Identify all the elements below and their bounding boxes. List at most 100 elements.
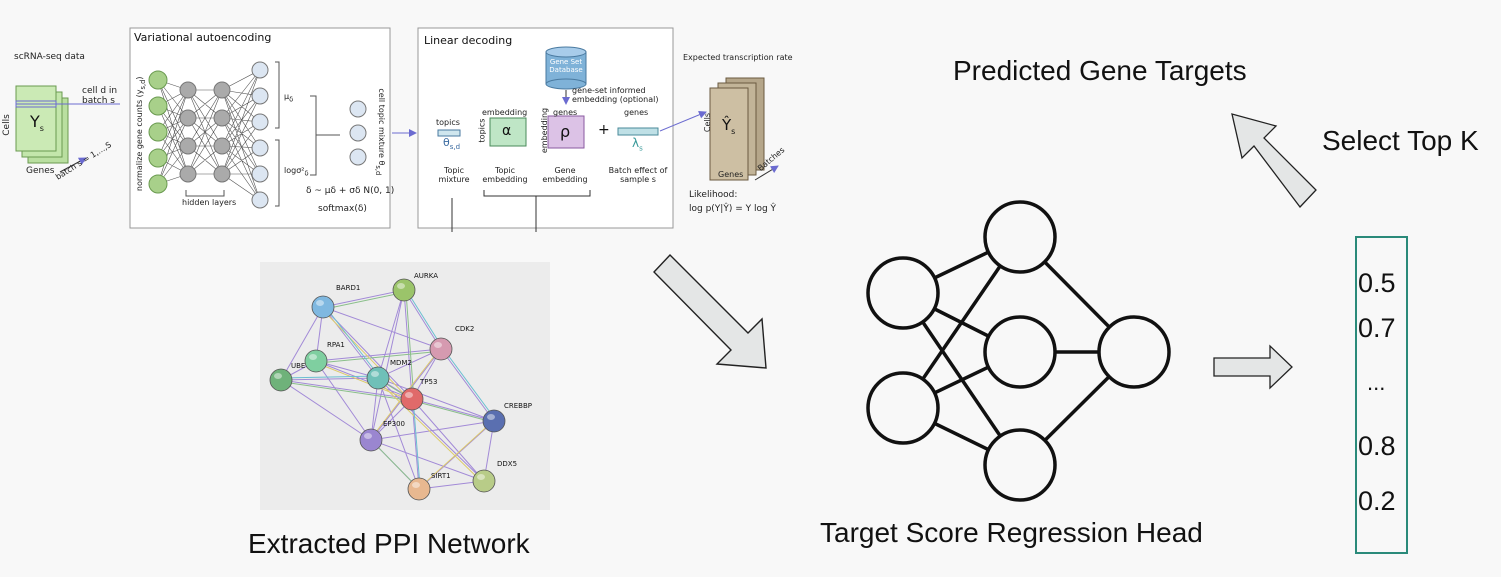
ppi-caption: Extracted PPI Network [248, 528, 530, 559]
predicted-gene-targets-label: Predicted Gene Targets [953, 55, 1247, 86]
ppi-node [304, 349, 328, 373]
genes-label: genes [553, 108, 578, 117]
softmax-label: softmax(δ) [318, 204, 367, 214]
ppi-node-label: TP53 [420, 378, 438, 386]
ppi-node-highlight [397, 283, 405, 289]
delta-equation: δ ~ μδ + σδ N(0, 1) [306, 186, 395, 196]
ppi-nodes [269, 278, 506, 501]
ppi-node-highlight [309, 354, 317, 360]
gene-set-database-icon [545, 46, 587, 90]
arrow-to-scores [1213, 344, 1293, 390]
rho-embedding-label: embedding [540, 107, 550, 154]
theta-label: θs,d [443, 136, 461, 152]
ppi-node [359, 428, 383, 452]
ppi-node [392, 278, 416, 302]
diagonal-arrow-to-head [653, 253, 767, 369]
ppi-node [429, 337, 453, 361]
ppi-node-label: RPA1 [327, 341, 345, 349]
ppi-node-highlight [412, 482, 420, 488]
score-value: 0.2 [1358, 486, 1396, 516]
decoder-to-output-arrow [659, 110, 707, 132]
ppi-node-highlight [316, 300, 324, 306]
ppi-node [269, 368, 293, 392]
expected-genes-label: Genes [718, 170, 744, 179]
likelihood-equation: log p(Y|Ŷ) = Y log Ŷ [689, 204, 777, 214]
alpha-matrix [489, 117, 527, 147]
score-value: 0.8 [1358, 431, 1396, 461]
scrna-matrix-stack [15, 85, 120, 173]
topic-embedding-caption: Topic embedding [482, 166, 528, 184]
alpha-symbol: α [502, 123, 512, 139]
topics-label: topics [436, 118, 460, 127]
logsigma-label: logσ²δ [284, 166, 309, 178]
vae-nodes [148, 61, 269, 209]
ppi-node-label: UBE [291, 362, 306, 370]
ppi-node [366, 366, 390, 390]
ppi-node-highlight [487, 414, 495, 420]
decoder-title: Linear decoding [424, 34, 513, 47]
ppi-node-label: SIRT1 [431, 472, 451, 480]
ppi-node [482, 409, 506, 433]
mu-label: μδ [284, 92, 294, 104]
genes-label-2: genes [624, 108, 649, 117]
ppi-node-label: CDK2 [455, 325, 475, 333]
vae-network [157, 69, 261, 201]
hidden-layers-label: hidden layers [182, 198, 237, 207]
rho-symbol: ρ [560, 122, 571, 141]
topic-mixture-caption: Topic mixture [438, 166, 470, 184]
score-ellipsis: ... [1367, 370, 1386, 395]
score-value: 0.5 [1358, 268, 1396, 298]
ppi-node-highlight [371, 371, 379, 377]
decoder-brackets [451, 190, 591, 232]
ppi-node-label: EP300 [383, 420, 406, 428]
ppi-node [400, 387, 424, 411]
ppi-node-label: MDM2 [390, 359, 412, 367]
regression-head-caption: Target Score Regression Head [820, 517, 1203, 548]
lambda-symbol: λs [632, 136, 643, 153]
embedding-label: embedding [482, 108, 528, 117]
vae-title: Variational autoencoding [134, 31, 272, 44]
topic-mixture-nodes [349, 100, 367, 166]
ppi-node-label: BARD1 [336, 284, 361, 292]
expected-cells-label: Cells [703, 112, 713, 133]
ppi-node-highlight [405, 392, 413, 398]
database-label: Gene Set Database [549, 58, 583, 74]
ppi-node-highlight [364, 433, 372, 439]
ppi-node-highlight [274, 373, 282, 379]
ppi-node-label: AURKA [414, 272, 439, 280]
ppi-node-label: CREBBP [504, 402, 532, 410]
ppi-node-highlight [477, 474, 485, 480]
scrna-matrix-label: Ys [30, 112, 44, 134]
regression-head-nodes [866, 200, 1171, 502]
ppi-node-highlight [434, 342, 442, 348]
ppi-edges [280, 287, 497, 492]
scrna-genes-label: Genes [26, 166, 55, 176]
score-value: 0.7 [1358, 313, 1396, 343]
gene-set-note: gene-set informed embedding (optional) [572, 86, 659, 104]
rho-matrix [547, 115, 585, 149]
ppi-node-label: DDX5 [497, 460, 518, 468]
plus-sign: + [598, 122, 610, 138]
lambda-vector [617, 127, 659, 136]
alpha-topics-label: topics [477, 118, 487, 143]
topics-vector [437, 129, 461, 137]
gene-embedding-caption: Gene embedding [542, 166, 588, 184]
cell-d-label: cell d in batch s [82, 86, 118, 106]
normalize-label: normalize gene counts (ys,d) [135, 76, 147, 192]
vae-brackets [185, 61, 340, 207]
topic-mixture-label: cell topic mixture θs,d [374, 88, 386, 176]
scrna-data-label: scRNA-seq data [14, 52, 85, 62]
expected-matrix-label: Ŷs [722, 116, 736, 136]
ppi-node [311, 295, 335, 319]
ppi-node [472, 469, 496, 493]
score-vector-box [1355, 236, 1408, 554]
expected-title: Expected transcription rate [683, 53, 793, 62]
likelihood-label: Likelihood: [689, 190, 738, 200]
ppi-node [407, 477, 431, 501]
select-top-k-arrow [1231, 113, 1317, 209]
scrna-cells-label: Cells [1, 114, 12, 136]
select-top-k-label: Select Top K [1322, 125, 1479, 156]
batch-effect-caption: Batch effect of sample s [608, 166, 668, 184]
expected-matrix-stack [709, 77, 779, 181]
